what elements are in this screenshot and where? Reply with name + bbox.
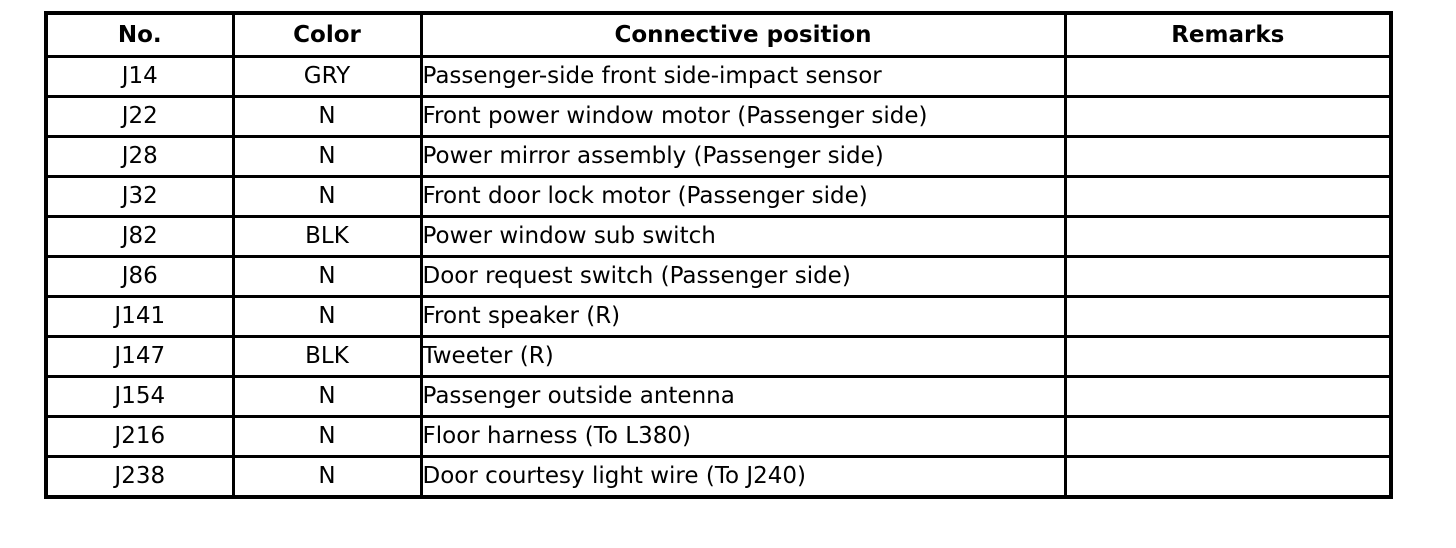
cell-connective-position: Door courtesy light wire (To J240) [419, 455, 1067, 499]
cell-color: N [231, 375, 423, 418]
cell-remarks [1063, 295, 1393, 338]
connector-table: No. Color Connective position Remarks J1… [44, 11, 1393, 499]
cell-remarks [1063, 415, 1393, 458]
cell-color: BLK [231, 335, 423, 378]
cell-remarks [1063, 55, 1393, 98]
cell-connective-position: Passenger-side front side-impact sensor [419, 55, 1067, 98]
cell-connective-position: Tweeter (R) [419, 335, 1067, 378]
cell-no: J32 [44, 175, 235, 218]
cell-no: J147 [44, 335, 235, 378]
header-no: No. [44, 11, 235, 58]
cell-connective-position: Floor harness (To L380) [419, 415, 1067, 458]
cell-remarks [1063, 215, 1393, 258]
cell-color: GRY [231, 55, 423, 98]
cell-color: N [231, 175, 423, 218]
cell-color: N [231, 415, 423, 458]
cell-remarks [1063, 335, 1393, 378]
cell-connective-position: Passenger outside antenna [419, 375, 1067, 418]
cell-connective-position: Door request switch (Passenger side) [419, 255, 1067, 298]
cell-no: J82 [44, 215, 235, 258]
header-color: Color [231, 11, 423, 58]
cell-remarks [1063, 135, 1393, 178]
cell-color: N [231, 135, 423, 178]
cell-color: N [231, 455, 423, 499]
cell-connective-position: Front power window motor (Passenger side… [419, 95, 1067, 138]
table-header-row: No. Color Connective position Remarks [44, 11, 1393, 58]
cell-color: N [231, 255, 423, 298]
cell-color: N [231, 95, 423, 138]
cell-color: BLK [231, 215, 423, 258]
cell-connective-position: Power mirror assembly (Passenger side) [419, 135, 1067, 178]
cell-connective-position: Power window sub switch [419, 215, 1067, 258]
header-remarks: Remarks [1063, 11, 1393, 58]
cell-remarks [1063, 455, 1393, 499]
header-connective-position: Connective position [419, 11, 1067, 58]
cell-remarks [1063, 95, 1393, 138]
cell-no: J141 [44, 295, 235, 338]
cell-connective-position: Front door lock motor (Passenger side) [419, 175, 1067, 218]
cell-no: J154 [44, 375, 235, 418]
cell-remarks [1063, 375, 1393, 418]
cell-no: J28 [44, 135, 235, 178]
cell-remarks [1063, 255, 1393, 298]
cell-no: J216 [44, 415, 235, 458]
cell-color: N [231, 295, 423, 338]
cell-no: J22 [44, 95, 235, 138]
cell-remarks [1063, 175, 1393, 218]
cell-no: J238 [44, 455, 235, 499]
cell-connective-position: Front speaker (R) [419, 295, 1067, 338]
cell-no: J14 [44, 55, 235, 98]
cell-no: J86 [44, 255, 235, 298]
